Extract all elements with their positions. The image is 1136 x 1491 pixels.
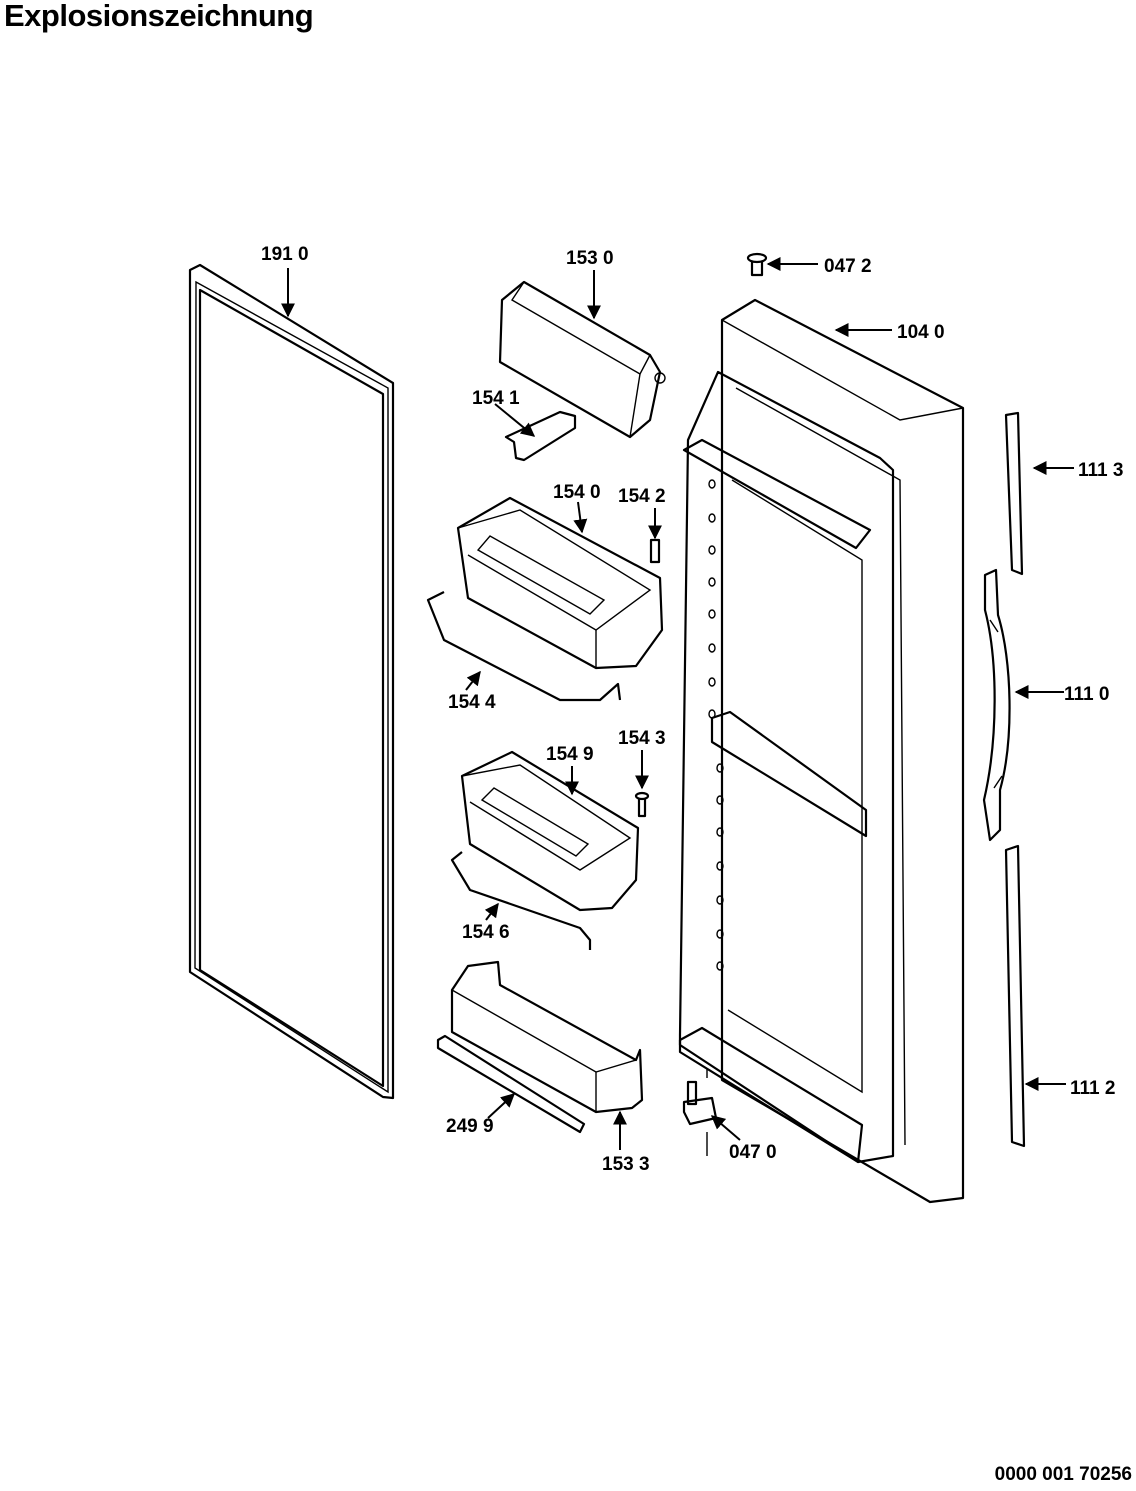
callout-047-0: 047 0 xyxy=(729,1142,777,1163)
handle-trim-lower xyxy=(1004,844,1026,1148)
callout-154-0: 154 0 xyxy=(553,482,601,503)
callout-104-0: 104 0 xyxy=(897,322,945,343)
flap-hinge xyxy=(504,410,577,462)
callout-154-1: 154 1 xyxy=(472,388,520,409)
callout-154-9: 154 9 xyxy=(546,744,594,765)
callout-249-9: 249 9 xyxy=(446,1116,494,1137)
callout-153-0: 153 0 xyxy=(566,248,614,269)
door-bin-upper xyxy=(456,496,664,670)
bottle-retainer-upper xyxy=(426,591,622,702)
bottle-retainer-lower xyxy=(450,851,592,950)
door-adjustment-holes xyxy=(708,479,724,971)
callout-111-0: 111 0 xyxy=(1064,684,1109,705)
door-panel xyxy=(678,298,965,1204)
callout-111-2: 111 2 xyxy=(1070,1078,1115,1099)
door-compartment-flap xyxy=(498,280,666,439)
callout-191-0: 191 0 xyxy=(261,244,309,265)
lower-hinge-bracket xyxy=(682,1068,718,1156)
callout-154-3: 154 3 xyxy=(618,728,666,749)
callout-154-6: 154 6 xyxy=(462,922,510,943)
callout-154-4: 154 4 xyxy=(448,692,496,713)
callout-154-2: 154 2 xyxy=(618,486,666,507)
callout-047-2: 047 2 xyxy=(824,256,872,277)
door-bin-middle xyxy=(460,750,640,912)
bottle-shelf xyxy=(450,960,644,1114)
page-title: Explosionszeichnung xyxy=(4,0,314,33)
door-seal-gasket xyxy=(188,263,395,1100)
handle-trim-upper xyxy=(1004,411,1024,576)
pin-upper xyxy=(649,538,661,564)
document-number: 0000 001 70256 xyxy=(994,1464,1132,1485)
callout-111-3: 111 3 xyxy=(1078,460,1123,481)
shelf-trim-strip xyxy=(436,1034,586,1134)
door-handle xyxy=(982,568,1011,842)
callout-153-3: 153 3 xyxy=(602,1154,650,1175)
screw xyxy=(634,791,650,818)
callout-leaders xyxy=(281,257,1074,1150)
upper-hinge-pin xyxy=(746,252,768,277)
